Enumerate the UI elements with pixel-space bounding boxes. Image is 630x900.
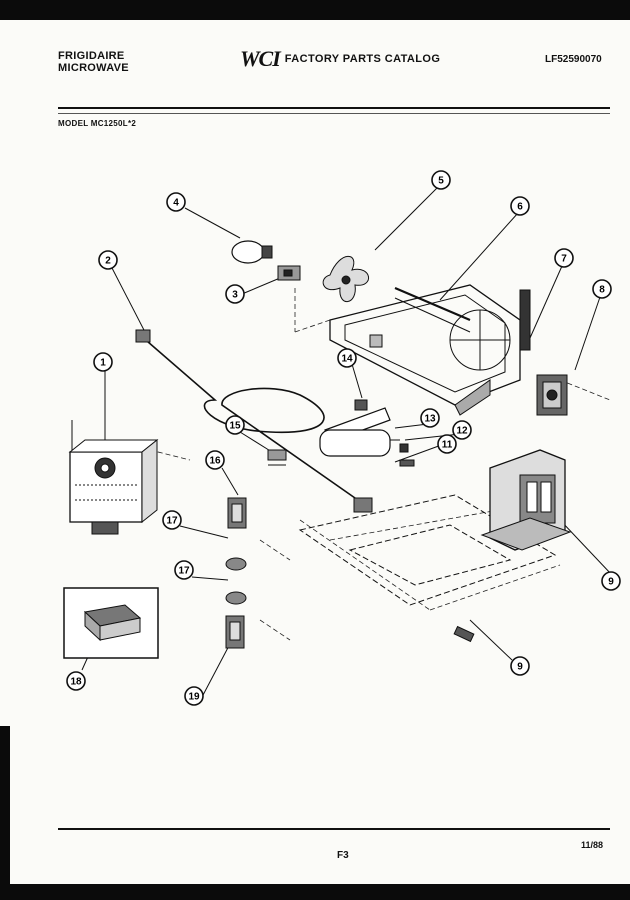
- base-plate: [298, 494, 557, 606]
- callout-19-19: 19: [184, 686, 204, 706]
- callout-label: 11: [442, 440, 453, 451]
- wci-logo-mark: WCI: [240, 46, 281, 71]
- callout-11-10: 11: [437, 434, 457, 454]
- callout-label: 13: [424, 414, 436, 425]
- fuse-holder: [267, 449, 287, 466]
- callout-label: 7: [561, 254, 567, 265]
- callout-label: 2: [105, 256, 111, 267]
- callout-circle: [431, 170, 451, 190]
- leader-lines: [81, 186, 613, 698]
- callout-17-16: 17: [162, 510, 182, 530]
- oven-lamp: [231, 240, 301, 281]
- callout-circle: [592, 279, 612, 299]
- callout-circle: [510, 196, 530, 216]
- callout-circle: [601, 571, 621, 591]
- capacitor-assembly: [319, 399, 400, 457]
- callout-label: 14: [341, 354, 353, 365]
- revision-date: 11/88: [581, 840, 604, 850]
- callout-label: 17: [166, 516, 178, 527]
- callout-label: 18: [70, 677, 82, 688]
- callout-13-12: 13: [420, 408, 440, 428]
- callout-9-8: 9: [601, 571, 621, 591]
- scan-edge: [0, 726, 10, 884]
- callout-6-5: 6: [510, 196, 530, 216]
- door-switches: [225, 497, 247, 649]
- callout-3-2: 3: [225, 284, 245, 304]
- callout-circle: [437, 434, 457, 454]
- callout-label: 12: [456, 426, 468, 437]
- wci-logo: WCI FACTORY PARTS CATALOG: [240, 46, 440, 72]
- callout-15-14: 15: [225, 415, 245, 435]
- callout-label: 9: [517, 662, 523, 673]
- callout-12-11: 12: [452, 420, 472, 440]
- callout-circle: [205, 450, 225, 470]
- callout-circle: [93, 352, 113, 372]
- callout-1-0: 1: [93, 352, 113, 372]
- catalog-number: LF52590070: [545, 54, 602, 65]
- callout-5-4: 5: [431, 170, 451, 190]
- assembly-lines: [149, 288, 611, 641]
- callout-label: 8: [599, 285, 605, 296]
- fan-assembly: [322, 255, 531, 416]
- brand-block: FRIGIDAIRE MICROWAVE: [58, 50, 129, 74]
- header-rule-thin: [58, 113, 610, 114]
- callout-label: 9: [608, 577, 614, 588]
- callout-label: 16: [209, 456, 221, 467]
- model-number: MODEL MC1250L*2: [58, 119, 137, 128]
- callout-circle: [420, 408, 440, 428]
- callout-label: 3: [232, 290, 238, 301]
- callout-circle: [166, 192, 186, 212]
- callout-circle: [225, 284, 245, 304]
- callout-circle: [225, 415, 245, 435]
- callout-16-15: 16: [205, 450, 225, 470]
- small-hardware: [399, 443, 415, 467]
- catalog-page: FRIGIDAIRE MICROWAVE WCI FACTORY PARTS C…: [0, 20, 630, 884]
- page-number: F3: [337, 850, 349, 861]
- callout-14-13: 14: [337, 348, 357, 368]
- callout-8-7: 8: [592, 279, 612, 299]
- callout-7-6: 7: [554, 248, 574, 268]
- callout-circle: [66, 671, 86, 691]
- callout-2-1: 2: [98, 250, 118, 270]
- callout-circle: [184, 686, 204, 706]
- callout-4-3: 4: [166, 192, 186, 212]
- callout-label: 19: [188, 692, 200, 703]
- callout-circle: [162, 510, 182, 530]
- footer-rule: [58, 828, 610, 830]
- callout-17-17: 17: [174, 560, 194, 580]
- magnetron: [68, 420, 159, 535]
- callout-label: 5: [438, 176, 444, 187]
- fan-motor: [536, 374, 568, 416]
- callout-label: 4: [173, 198, 179, 209]
- callout-circle: [174, 560, 194, 580]
- wire-harness: [135, 329, 373, 513]
- callout-circle: [98, 250, 118, 270]
- callout-circle: [554, 248, 574, 268]
- product-line: MICROWAVE: [58, 62, 129, 74]
- brand-name: FRIGIDAIRE: [58, 50, 125, 62]
- catalog-title: FACTORY PARTS CATALOG: [284, 53, 441, 65]
- callout-label: 17: [178, 566, 190, 577]
- header-rule: [58, 107, 610, 109]
- callout-circle: [510, 656, 530, 676]
- callout-label: 6: [517, 202, 523, 213]
- callout-9-9: 9: [510, 656, 530, 676]
- callout-label: 1: [100, 358, 106, 369]
- inset-box: [63, 587, 159, 659]
- callout-18-18: 18: [66, 671, 86, 691]
- spring: [453, 625, 475, 643]
- callout-circle: [337, 348, 357, 368]
- transformer: [480, 449, 572, 551]
- callout-circle: [452, 420, 472, 440]
- callout-label: 15: [229, 421, 241, 432]
